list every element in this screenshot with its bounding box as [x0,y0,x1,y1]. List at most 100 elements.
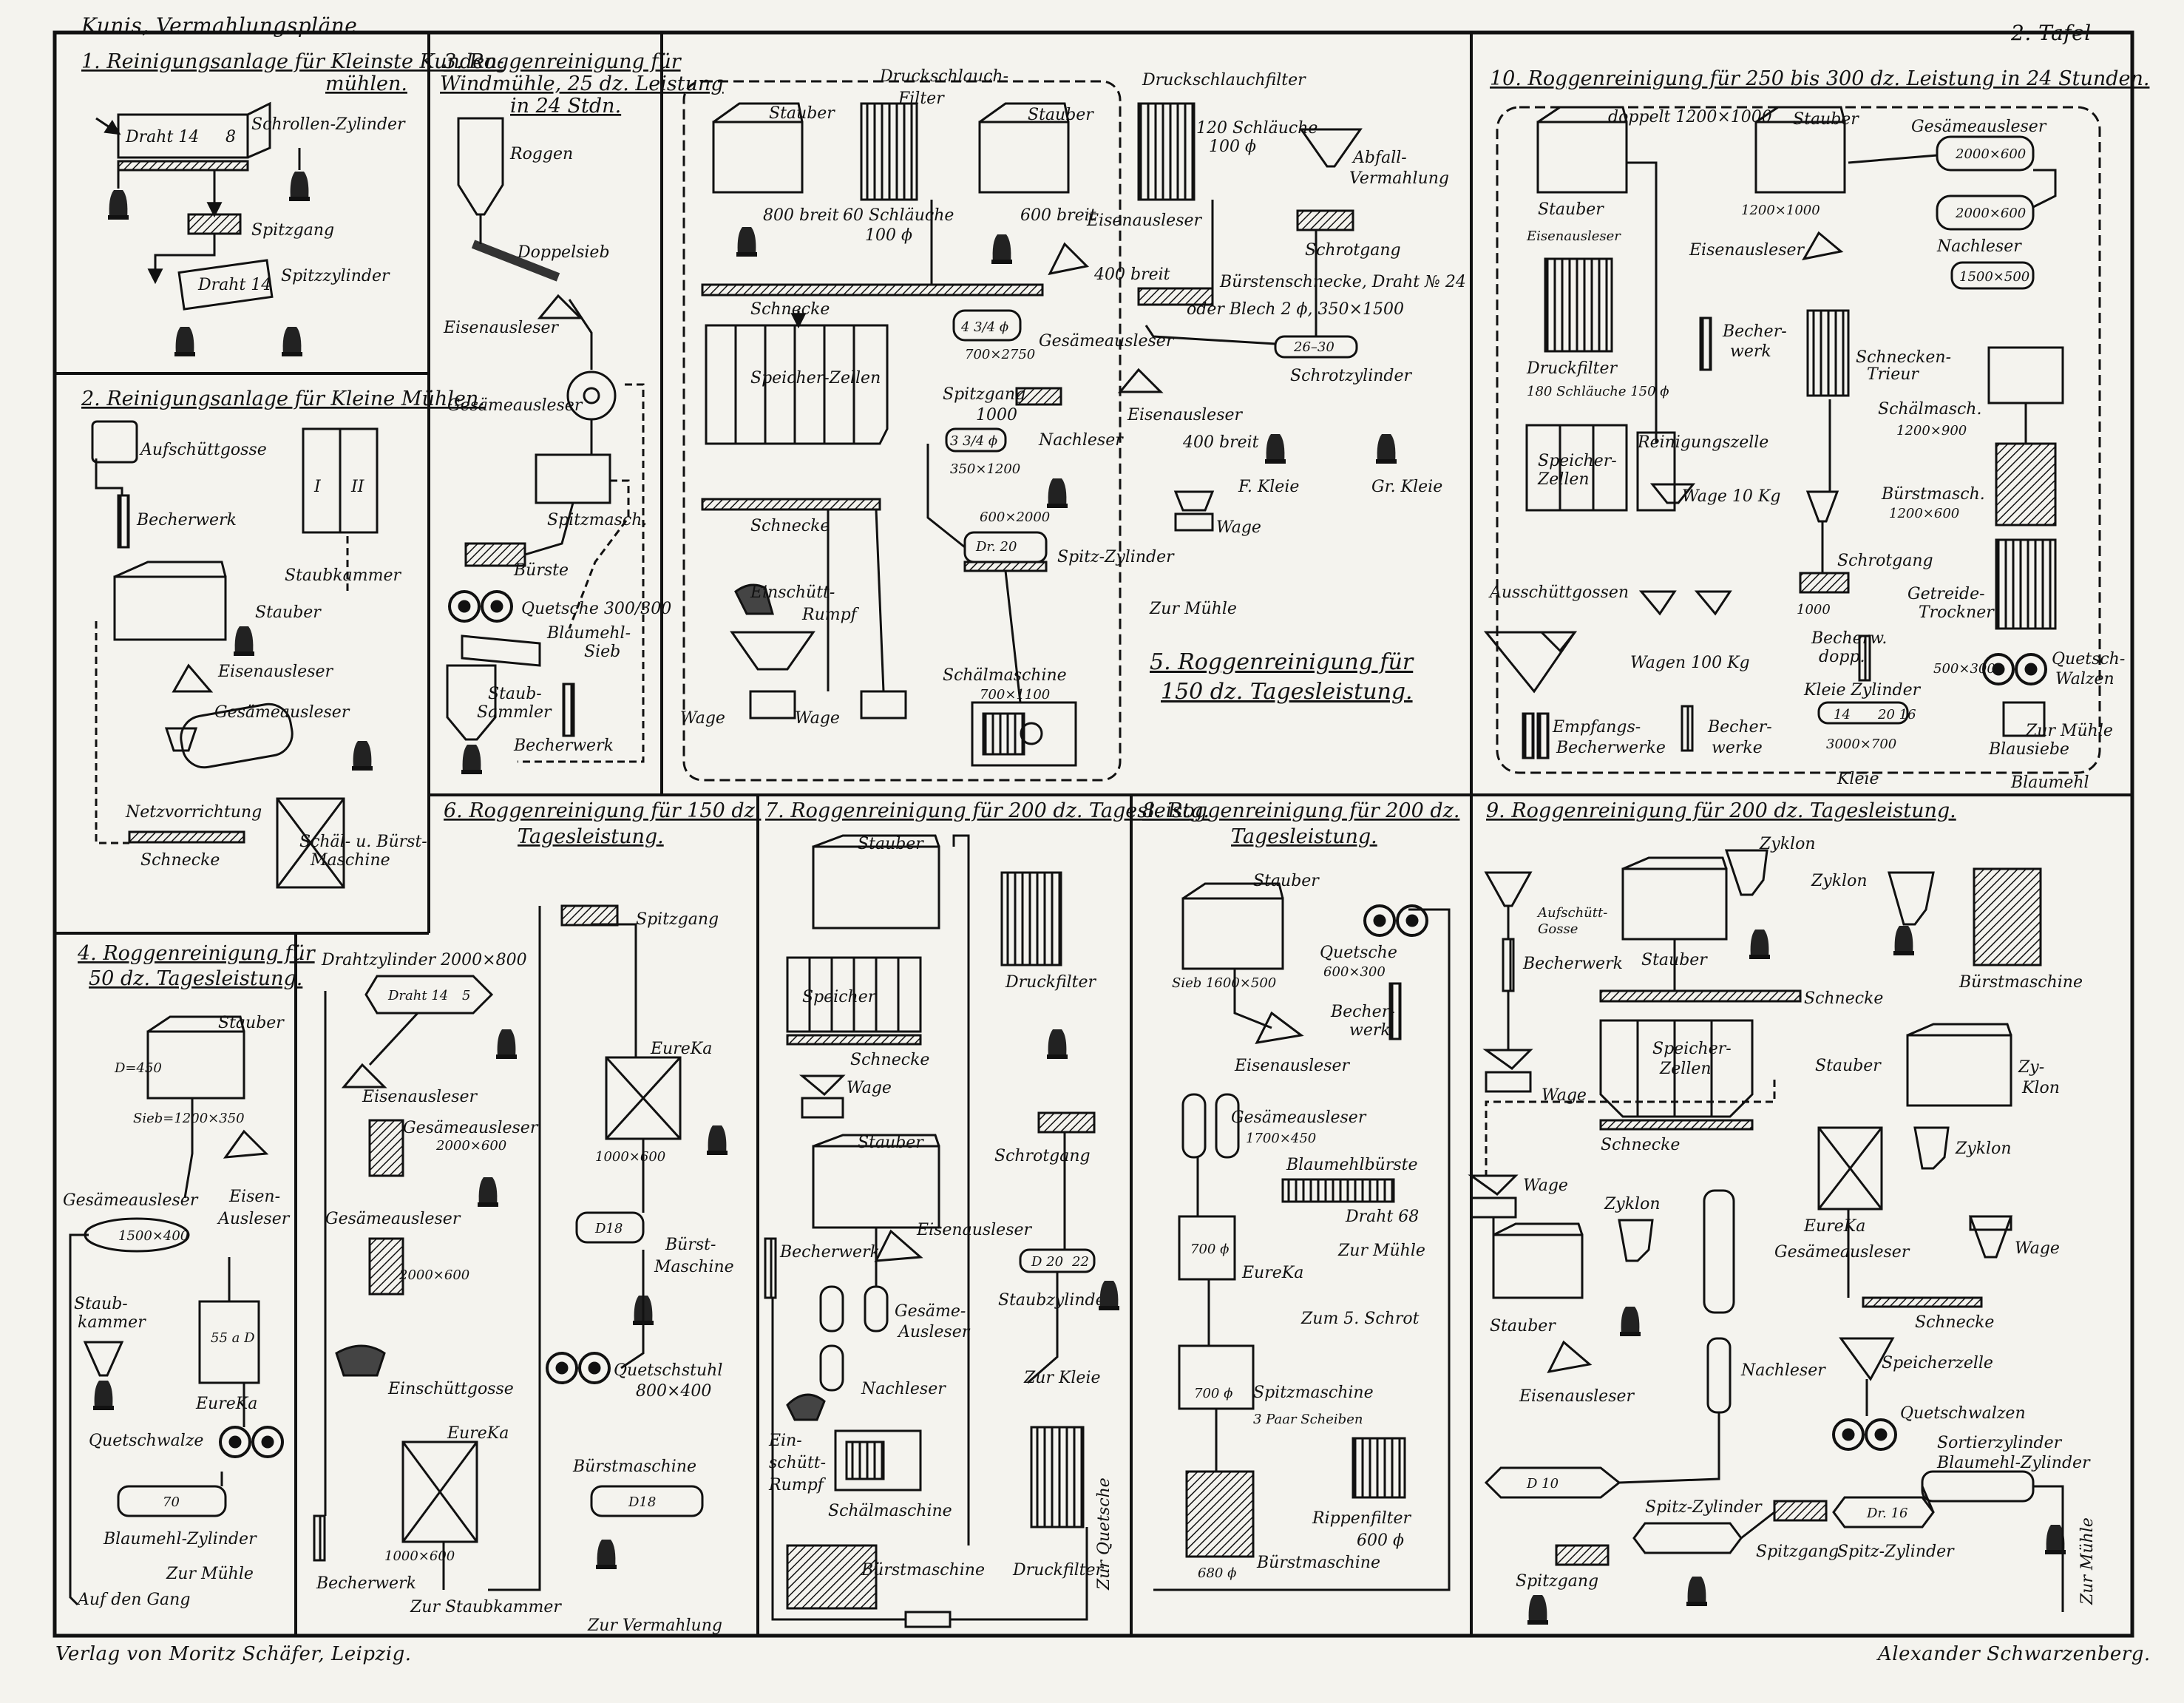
panel-2-small-mills: 2. Reinigungsanlage für Kleine Mühlen. A… [81,387,485,889]
panel-2-label: Maschine [310,851,390,870]
wire-cylinder-6 [364,975,494,1015]
panel-7-label: Bürstmaschine [861,1561,985,1580]
panel-4-title-line2: 50 dz. Tagesleistung. [89,967,302,990]
tip-machine [535,453,611,504]
panel-10-label: Stauber [1538,200,1604,219]
panel-10-label: Becher- [1722,322,1787,341]
panel-10-label: 1500×500 [1959,269,2029,285]
panel-grid [52,30,2134,1638]
panel-9-label: Stauber [1815,1057,1882,1075]
brush-machine-6b [590,1485,704,1517]
panel-9-label: Zyklon [1955,1140,2012,1158]
panel-8-label: Bürstmaschine [1256,1554,1380,1572]
panel-5-label: Spitz-Zylinder [1057,548,1175,566]
panel-2-label: Staubkammer [285,566,401,585]
eureka-9 [1817,1126,1883,1211]
seed-separator-6b [368,1237,404,1296]
panel-6-label: 1000×600 [595,1149,665,1165]
panel-8-label: Quetsche [1320,944,1397,962]
panel-5-label: Eisenausleser [1127,406,1244,424]
panel-2-title: 2. Reinigungsanlage für Kleine Mühlen. [81,387,485,410]
panel-9-label: Wage [1523,1176,1568,1195]
bucket-elevator [117,494,130,549]
eureka-6b [401,1440,478,1543]
panel-5-label: Abfall- [1352,149,1407,167]
panel-5-label: Gr. Kleie [1371,478,1442,496]
panel-9-label: Bürstmaschine [1959,973,2083,992]
brushing-machine-8 [1185,1470,1255,1558]
panel-4-label: Quetschwalze [89,1432,203,1450]
panel-5-label: 400 breit [1093,265,1170,284]
pressure-filter-10 [1544,257,1613,353]
panel-9-label: Schnecke [1601,1136,1680,1154]
panel-3-label: Bürste [513,561,569,580]
panel-8-label: 3 Paar Scheiben [1253,1412,1363,1427]
panel-4-label: Blaumehl-Zylinder [103,1530,257,1548]
peeling-machine-7 [834,1429,922,1492]
panel-9-label: Becherwerk [1522,955,1623,973]
panel-5-label: 100 ϕ [1209,138,1256,156]
panel-3-label: Roggen [509,145,573,163]
panel-5-label: Schrotzylinder [1290,367,1413,385]
tip-cylinder-9b [1832,1496,1935,1528]
panel-10-label: 500×300 [1933,661,1995,677]
seed-separator-5 [952,309,1022,342]
panel-9-label: Blaumehl-Zylinder [1936,1454,2091,1472]
panel-10-label: Schnecken- [1856,348,1951,367]
brush-screw [1137,287,1214,306]
panel-9-label: Schnecke [1804,989,1883,1008]
panel-7-label: Eisenausleser [916,1221,1033,1239]
panel-7-label: Ausleser [897,1323,971,1341]
panel-10-label: Trieur [1867,365,1919,384]
panel-4-label: Zur Mühle [166,1565,254,1583]
waste-hopper [1299,128,1363,168]
panel-4-label: Sieb=1200×350 [133,1111,245,1126]
panel-8-label: 600×300 [1323,964,1386,980]
panel-10-label: dopp. [1819,648,1865,666]
peeling-brushing-machine [276,797,345,889]
panel-5-label: 26–30 [1293,339,1335,355]
panel-9-rye-200dz: 9. Roggenreinigung für 200 dz. Tagesleis… [1468,799,2097,1626]
panel-5-label: 3 3/4 ϕ [950,433,997,449]
panel-10-label: Kleie Zylinder [1803,681,1922,700]
panel-6-label: Maschine [654,1258,734,1276]
panel-5-label: F. Kleie [1238,478,1299,496]
panel-6-label: Zur Staubkammer [410,1598,562,1616]
panel-2-label: Stauber [255,603,322,622]
panel-5-label: Schrotgang [1305,241,1401,260]
panel-10-label: Walzen [2055,670,2115,688]
panel-6-label: D18 [594,1221,623,1236]
aspirator-9c [1492,1233,1584,1299]
panel-1-title-line1: 1. Reinigungsanlage für Kleinste Kunden- [81,50,504,73]
panel-3-label: Sammler [477,703,552,722]
panel-3-label: Eisenausleser [443,319,560,337]
panel-4-label: kammer [78,1313,146,1332]
panel-6-label: 1000×600 [384,1548,455,1564]
panel-10-label: Getreide- [1907,585,1985,603]
panel-6-title-line2: Tagesleistung. [518,825,664,848]
panel-3-title-line2: Windmühle, 25 dz. Leistung [440,72,724,95]
after-sorter [1950,261,2035,290]
panel-10-label: Quetsch- [2052,650,2125,668]
panel-6-label: Draht 14 [387,988,448,1003]
panel-5-label: 600×2000 [980,509,1050,525]
panel-6-label: Quetschstuhl [614,1361,722,1380]
panel-8-label: 1700×450 [1246,1131,1316,1146]
panel-1-label: 8 [225,128,236,146]
panel-9-label: Zyklon [1811,872,1868,890]
panel-10-label: 3000×700 [1826,737,1896,752]
screw-conveyor-top [701,283,1044,297]
panel-6-label: 5 [462,988,470,1003]
seed-separator-10b [1936,194,2035,231]
panel-6-label: EureKa [650,1040,712,1058]
panel-1-label: Draht 14 [197,276,271,294]
panel-1-title-line2: mühlen. [325,72,407,95]
panel-3-label: Staub- [488,685,542,703]
panel-2-label: Eisenausleser [217,663,334,681]
panel-9-label: Stauber [1490,1317,1556,1335]
panel-5-label: Schnecke [750,300,830,319]
panel-10-label: Wage 10 Kg [1682,487,1780,506]
sorting-cylinder [1484,1466,1621,1499]
panel-9-label: Spitzgang [1756,1543,1839,1561]
panel-2-label: Gesämeausleser [214,703,350,722]
